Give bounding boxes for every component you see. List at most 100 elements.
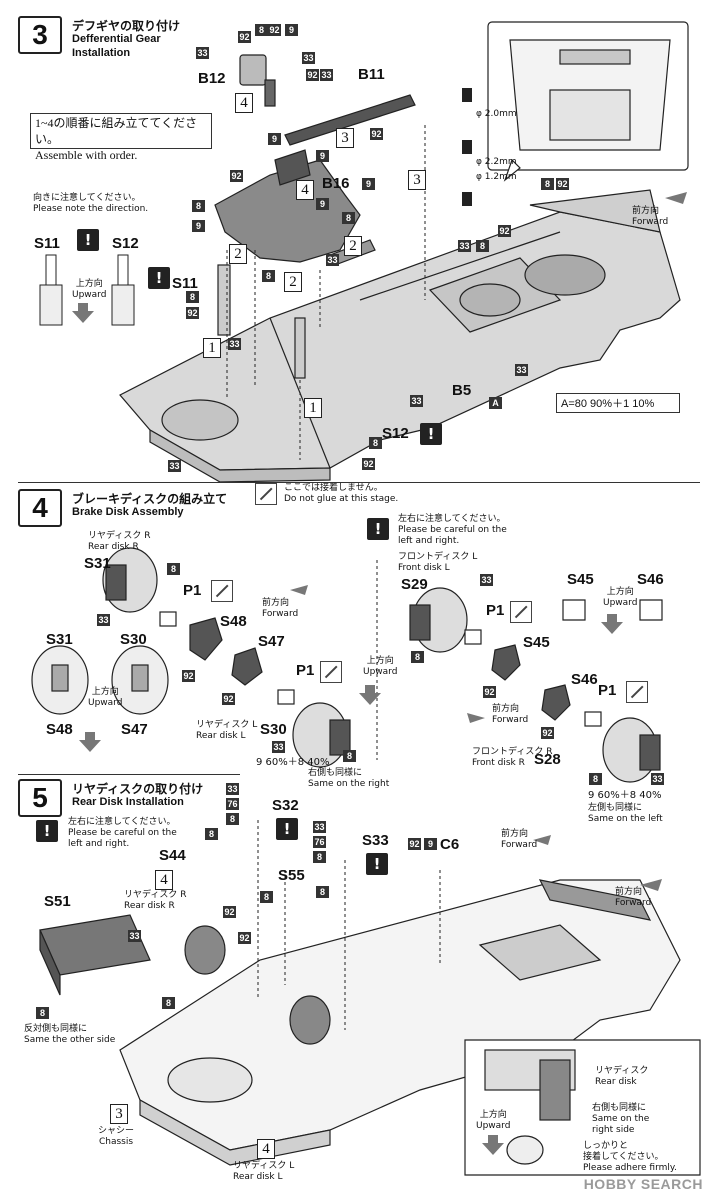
step3-chassis-drawing: [119, 189, 681, 483]
paint-badge: 8: [342, 212, 355, 224]
step3-title-jp: デフギヤの取り付け: [72, 19, 181, 33]
paint-badge: 92: [541, 727, 554, 739]
paint-badge: 92: [182, 670, 195, 682]
step3-title-en-1: Defferential Gear: [72, 33, 161, 45]
upward-note-step4c: 上方向 Upward: [603, 587, 637, 609]
rear-disk-r-en: Rear disk R: [124, 901, 175, 911]
no-glue-icon: [255, 483, 277, 505]
no-glue-note: ここでは接着しません。 Do not glue at this stage.: [284, 483, 398, 505]
paint-badge: 33: [326, 254, 339, 266]
part-s33: S33: [362, 832, 389, 849]
paint-badge: 8: [192, 200, 205, 212]
part-s30-b: S30: [120, 631, 147, 648]
paint-badge: 92: [186, 307, 199, 319]
paint-badge: 8: [260, 891, 273, 903]
paint-badge: 9: [268, 133, 281, 145]
order-mark-1a: 1: [203, 338, 221, 358]
paint-badge: 8: [36, 1007, 49, 1019]
step5-chassis-drawing: [39, 879, 681, 1166]
part-s46: S46: [571, 671, 598, 688]
paint-badge: 9: [285, 24, 298, 36]
step5-title-jp: リヤディスクの取り付け: [72, 782, 204, 796]
paint-badge: 92: [230, 170, 243, 182]
detail-disk-jp: リヤディスク: [595, 1066, 649, 1076]
lr-note-jp: 左右に注意してください。: [398, 514, 506, 524]
order-mark-3b: 3: [408, 170, 426, 190]
part-s47: S47: [258, 633, 285, 650]
part-s48-b: S48: [46, 721, 73, 738]
paint-badge: 92: [498, 225, 511, 237]
same-left-note: 左側も同様に Same on the left: [588, 803, 663, 825]
step5-number: 5: [18, 779, 62, 817]
chassis-jp: シャシー: [98, 1126, 135, 1136]
paint-badge: 8: [262, 270, 275, 282]
direction-arrows: [72, 192, 687, 1155]
rear-disk-r-jp: リヤディスク R: [88, 531, 151, 541]
glue-icon: !: [420, 423, 442, 445]
drill-size-3: φ 1.2mm: [476, 172, 517, 182]
paint-badge: 33: [320, 69, 333, 81]
step3-guide-lines: [226, 125, 426, 460]
part-p1-c: P1: [486, 602, 505, 619]
assemble-order-box: 1~4の順番に組み立ててください。 Assemble with order.: [30, 113, 212, 162]
paint-badge: 76: [226, 798, 239, 810]
drill-size-2: φ 2.2mm: [476, 157, 517, 167]
paint-badge: 33: [410, 395, 423, 407]
same-right-en: Same on the right: [308, 779, 390, 789]
paint-badge: 92: [483, 686, 496, 698]
front-disk-l-jp: フロントディスク L: [398, 552, 478, 562]
same-left-en: Same on the left: [588, 814, 663, 824]
order-mark-2a: 2: [229, 244, 247, 264]
no-glue-en: Do not glue at this stage.: [284, 494, 399, 504]
divider: [18, 482, 700, 483]
glue-icon: !: [366, 853, 388, 875]
forward-jp: 前方向: [632, 206, 660, 216]
order-mark-4a: 4: [235, 93, 253, 113]
glue-icon: !: [148, 267, 170, 289]
detail-disk-label: リヤディスク Rear disk: [595, 1066, 648, 1088]
paint-badge: 33: [515, 364, 528, 376]
part-s11-shock: S11: [34, 235, 60, 252]
part-s30: S30: [260, 721, 287, 738]
paint-badge: 9: [424, 838, 437, 850]
paint-badge: 33: [196, 47, 209, 59]
forward-en: Forward: [262, 609, 299, 619]
upward-jp: 上方向: [606, 587, 634, 597]
mix-front: 9 60%＋8 40%: [588, 790, 662, 801]
paint-badge: 9: [316, 150, 329, 162]
part-c6: C6: [440, 836, 460, 853]
lr-note-en2: left and right.: [398, 536, 460, 546]
step3-title-en-2: Installation: [72, 47, 131, 59]
paint-badge: 92: [238, 932, 251, 944]
step5-guide-lines: [257, 820, 441, 1030]
same-right-jp: 右側も同様に: [308, 768, 363, 778]
adhere-jp2: 接着してください。: [583, 1152, 664, 1162]
chassis-label: シャシー Chassis: [98, 1126, 134, 1148]
paint-badge: 92: [222, 693, 235, 705]
forward-jp: 前方向: [492, 704, 520, 714]
rear-disk-l-label-step5: リヤディスク L Rear disk L: [233, 1161, 294, 1183]
drill-marks: [462, 88, 472, 206]
paint-badge: 33: [313, 821, 326, 833]
upward-note-step5: 上方向 Upward: [476, 1110, 510, 1132]
paint-badge: 92: [238, 31, 251, 43]
drill-size-1: φ 2.0mm: [476, 109, 517, 119]
caution-icon: !: [367, 518, 389, 540]
no-glue-icon: [510, 601, 532, 623]
step5-detail-inset: [464, 1039, 701, 1176]
upward-jp: 上方向: [91, 687, 119, 697]
forward-jp: 前方向: [615, 887, 643, 897]
front-disk-r-label: フロントディスク R Front disk R: [472, 747, 553, 769]
part-p1-b: P1: [296, 662, 315, 679]
paint-badge: 8: [343, 750, 356, 762]
glue-icon: !: [276, 818, 298, 840]
paint-badge: 8: [589, 773, 602, 785]
part-p1-a: P1: [183, 582, 202, 599]
part-s29: S29: [401, 576, 428, 593]
adhere-en: Please adhere firmly.: [583, 1163, 677, 1173]
paint-badge: 8: [476, 240, 489, 252]
upward-jp: 上方向: [479, 1110, 507, 1120]
part-b11: B11: [358, 66, 385, 83]
upward-jp: 上方向: [75, 279, 103, 289]
paint-badge: 33: [651, 773, 664, 785]
